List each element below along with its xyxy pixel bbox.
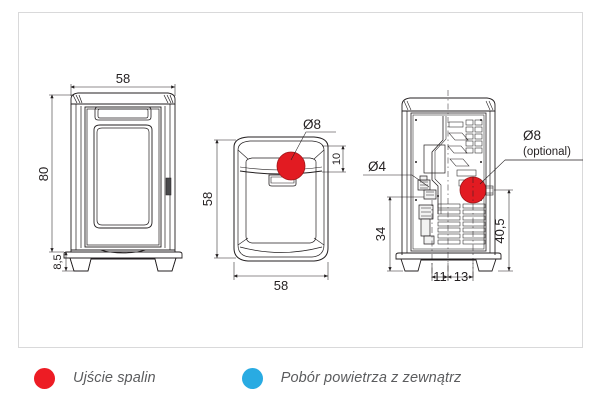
legend-item-exhaust: Ujście spalin [34, 367, 156, 389]
legend-item-air-intake: Pobór powietrza z zewnątrz [241, 367, 462, 389]
legend-air-intake-color-dot [241, 367, 263, 389]
drawing-frame-border [18, 12, 583, 348]
legend: Ujście spalin Pobór powietrza z zewnątrz [18, 358, 583, 398]
legend-air-intake-label: Pobór powietrza z zewnątrz [280, 370, 462, 386]
legend-exhaust-label: Ujście spalin [73, 370, 156, 386]
legend-exhaust-color-dot [34, 367, 55, 389]
